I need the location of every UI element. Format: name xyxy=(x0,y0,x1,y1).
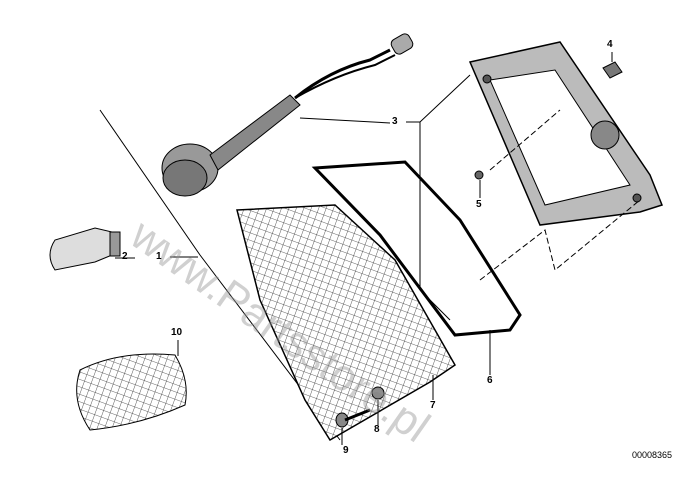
socket-cable-part xyxy=(161,33,414,197)
label-6: 6 xyxy=(487,375,493,386)
lens-part-7 xyxy=(236,204,456,442)
housing-part xyxy=(468,41,663,226)
label-9: 9 xyxy=(343,445,349,456)
label-10: 10 xyxy=(171,327,183,338)
label-2: 2 xyxy=(122,251,128,262)
nut-part-8 xyxy=(371,386,385,400)
label-1: 1 xyxy=(156,251,162,262)
gasket-part-6 xyxy=(311,160,522,337)
leader-line-1 xyxy=(99,109,341,441)
label-4: 4 xyxy=(607,39,613,50)
bulb-part-2 xyxy=(49,227,121,271)
label-5: 5 xyxy=(476,199,482,210)
label-7: 7 xyxy=(430,400,436,411)
reflector-part-10 xyxy=(76,353,187,431)
clip-part-4 xyxy=(602,61,623,79)
label-8: 8 xyxy=(374,424,380,435)
screw-part-5 xyxy=(474,170,484,180)
screw-part-9 xyxy=(335,408,371,428)
label-3: 3 xyxy=(392,116,398,127)
drawing-code: 00008365 xyxy=(632,450,673,460)
